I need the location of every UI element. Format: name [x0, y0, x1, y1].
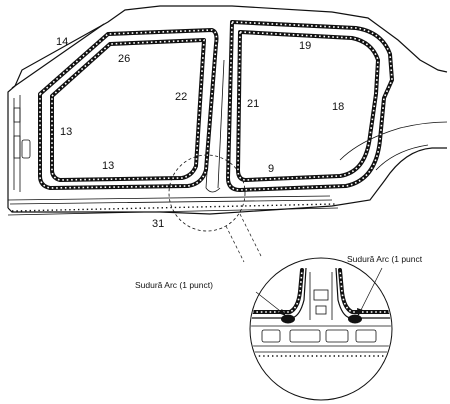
magnified-detail: [249, 257, 393, 401]
callout-31: 31: [152, 218, 164, 230]
callout-22: 22: [175, 91, 187, 103]
callout-9: 9: [268, 163, 274, 175]
weld-note-right: Sudură Arc (1 punct: [347, 254, 423, 264]
callout-14: 14: [56, 36, 68, 48]
detail-indicator: [168, 154, 263, 263]
callout-21: 21: [247, 98, 259, 110]
weld-spot-left: [281, 314, 295, 324]
body-side-outline: [7, 5, 448, 216]
front-door-seal: [38, 28, 219, 190]
callout-13-lower: 13: [102, 160, 114, 172]
weld-leader-left: [255, 291, 285, 315]
weld-note-left: Sudură Arc (1 punct): [135, 280, 213, 290]
weld-leader-right: [359, 267, 383, 313]
weld-arrow-right: [357, 308, 363, 316]
callout-13-upper: 13: [60, 126, 72, 138]
rear-door-seal: [226, 20, 394, 192]
callout-19: 19: [299, 40, 311, 52]
callout-26: 26: [118, 53, 130, 65]
weld-arrow-left: [278, 309, 286, 316]
callout-18: 18: [332, 101, 344, 113]
weld-spot-right: [348, 314, 362, 324]
